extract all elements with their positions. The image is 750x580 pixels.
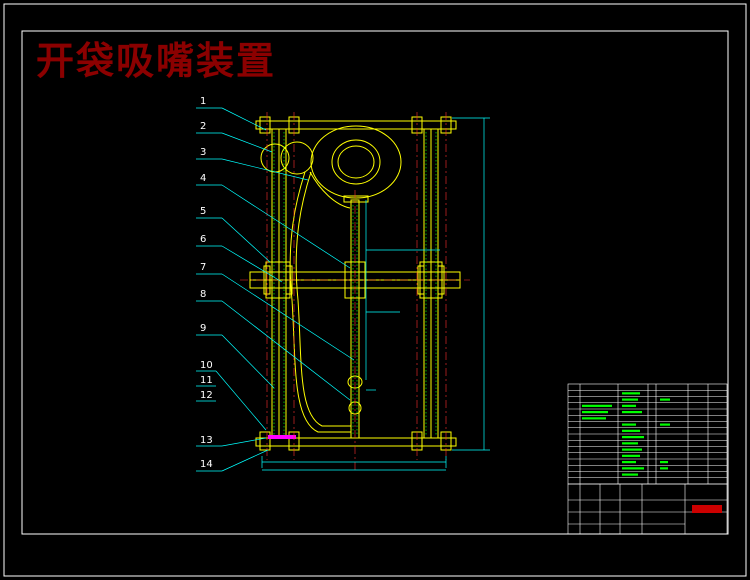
parts-list-entry-mark (582, 411, 608, 414)
drawing-name-stamp (692, 505, 722, 513)
parts-list-entry-mark (622, 442, 638, 445)
leader-lines (196, 107, 355, 472)
parts-list-entry-mark (660, 467, 668, 470)
vacuum-hose (289, 171, 351, 433)
parts-list-entry-mark (622, 404, 636, 407)
callout-14: 14 (200, 459, 213, 470)
callout-7: 7 (200, 262, 206, 273)
callout-2: 2 (200, 121, 206, 132)
parts-list-entry-mark (622, 467, 644, 470)
callout-10: 10 (200, 360, 213, 371)
center-lines (240, 112, 470, 470)
callout-6: 6 (200, 234, 206, 245)
parts-list-entry-mark (622, 423, 636, 426)
callout-13: 13 (200, 435, 213, 446)
callout-11: 11 (200, 375, 213, 386)
parts-list-entry-mark (622, 461, 636, 464)
suction-cup-inner (337, 145, 375, 179)
suction-cup-mid (331, 139, 381, 185)
parts-list-entry-mark (622, 392, 640, 395)
small-cylinder-right (280, 141, 314, 175)
dimension-lines (261, 117, 490, 471)
parts-list-entry-mark (622, 429, 640, 432)
parts-list-entry-mark (622, 436, 644, 439)
parts-list-entry-mark (582, 417, 606, 420)
sheet-outer-border (3, 3, 747, 577)
drawing-title: 开袋吸嘴装置 (36, 38, 277, 83)
callout-12: 12 (200, 390, 213, 401)
callout-3: 3 (200, 147, 206, 158)
parts-list-entry-mark (660, 461, 668, 464)
parts-list-entries (582, 392, 670, 476)
parts-list-entry-mark (660, 398, 670, 401)
callout-4: 4 (200, 173, 206, 184)
callout-5: 5 (200, 206, 206, 217)
bottom-crossbar (255, 437, 457, 447)
parts-list-entry-mark (622, 473, 638, 476)
callout-8: 8 (200, 289, 206, 300)
suction-cup-outer (310, 125, 402, 199)
tube-hatching (273, 132, 437, 436)
parts-list-entry-mark (622, 454, 640, 457)
parts-list-entry-mark (582, 404, 612, 407)
callout-1: 1 (200, 96, 206, 107)
top-crossbar (255, 120, 457, 130)
parts-list-entry-mark (660, 423, 670, 426)
callout-9: 9 (200, 323, 206, 334)
part-callouts: 1 2 3 4 5 6 7 8 9 10 11 12 13 14 (200, 96, 213, 470)
parts-list-entry-mark (622, 411, 642, 414)
parts-list-entry-mark (622, 448, 642, 451)
parts-list-table (567, 383, 728, 485)
parts-list-entry-mark (622, 398, 638, 401)
sheet-inner-frame (21, 30, 729, 535)
nozzle-flange (343, 195, 369, 203)
